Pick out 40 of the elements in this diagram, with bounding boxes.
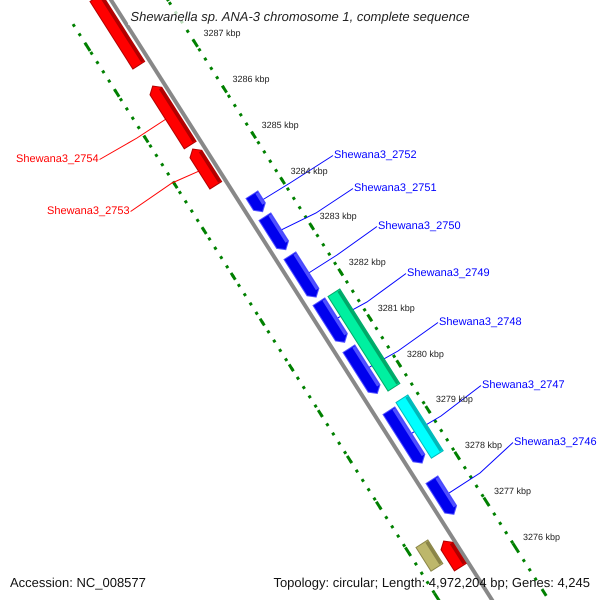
accession-text: Accession: NC_008577 — [10, 576, 146, 589]
leader-line — [448, 442, 514, 494]
gene-label: Shewana3_2754 — [16, 154, 99, 165]
genome-stats-text: Topology: circular; Length: 4,972,204 bp; Genes: 4,245 — [273, 576, 590, 589]
gene-feature — [382, 406, 426, 464]
gene-feature — [258, 212, 290, 251]
map-title: Shewanella sp. ANA-3 chromosome 1, complete sequence — [128, 8, 472, 25]
gene-label: Shewana3_2750 — [378, 221, 461, 232]
leader-line — [281, 188, 354, 230]
leader-line — [308, 226, 378, 274]
scale-tick-label: 3281 kbp — [378, 304, 415, 313]
scale-tick-label: 3283 kbp — [320, 212, 357, 222]
leader-line — [99, 118, 166, 160]
leader-line — [130, 170, 199, 212]
gene-feature — [148, 85, 198, 150]
gene-feature — [425, 474, 458, 516]
gene-bar — [415, 539, 444, 572]
scale-tick-label: 3278 kbp — [464, 441, 502, 450]
gene-feature — [312, 296, 348, 343]
gene-feature — [189, 148, 223, 190]
scale-tick-label: 3277 kbp — [494, 486, 532, 496]
scale-tick-label: 3285 kbp — [262, 120, 299, 130]
scale-tick-label: 3280 kbp — [406, 350, 444, 359]
gene-label: Shewana3_2749 — [407, 268, 490, 279]
gene-feature — [440, 540, 468, 572]
gene-label: Shewana3_2751 — [354, 183, 437, 194]
gene-label: Shewana3_2746 — [514, 437, 597, 448]
gene-label: Shewana3_2747 — [482, 380, 565, 391]
gene-label: Shewana3_2752 — [334, 150, 417, 161]
scale-tick-label: 3282 kbp — [348, 258, 386, 268]
gene-feature — [342, 344, 382, 394]
gene-feature — [283, 251, 320, 298]
gene-label: Shewana3_2748 — [439, 317, 522, 328]
scale-tick-label: 3284 kbp — [290, 166, 328, 176]
gene-feature — [244, 190, 266, 213]
scale-tick-label: 3287 kbp — [203, 29, 240, 38]
leader-line — [262, 155, 334, 200]
gene-label: Shewana3_2753 — [47, 206, 130, 217]
scale-tick-label: 3276 kbp — [523, 532, 560, 542]
scale-tick-label: 3286 kbp — [232, 75, 270, 84]
